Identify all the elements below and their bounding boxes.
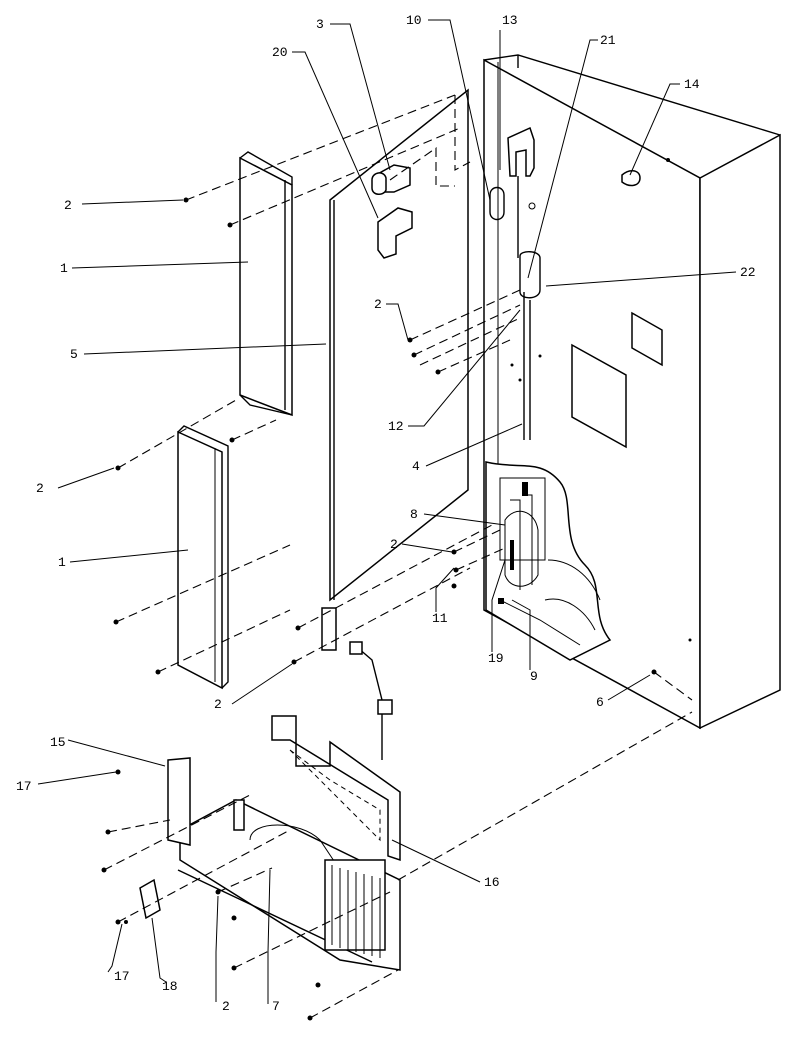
callout-13: 13 xyxy=(502,13,518,28)
grille-slots xyxy=(331,865,381,958)
callout-17: 17 xyxy=(16,779,32,794)
side-panel-lower xyxy=(177,425,229,690)
callout-2: 2 xyxy=(390,537,398,552)
callout-19: 19 xyxy=(488,651,504,666)
side-panel-upper xyxy=(239,151,293,417)
callout-1: 1 xyxy=(60,261,68,276)
callout-2: 2 xyxy=(36,481,44,496)
callout-2: 2 xyxy=(64,198,72,213)
callout-14: 14 xyxy=(684,77,700,92)
callout-10: 10 xyxy=(406,13,422,28)
liner-panel xyxy=(329,88,469,602)
callout-16: 16 xyxy=(484,875,500,890)
callout-3: 3 xyxy=(316,17,324,32)
callout-2: 2 xyxy=(214,697,222,712)
cabinet-cutaway-machine-compartment xyxy=(485,461,612,661)
wire-harness xyxy=(321,607,393,760)
callout-numbers: 2 1 5 2 1 2 3 20 10 13 21 14 22 2 12 4 8… xyxy=(16,13,756,1014)
callout-9: 9 xyxy=(530,669,538,684)
callout-2: 2 xyxy=(374,297,382,312)
small-bracket-18 xyxy=(139,878,161,920)
callout-6: 6 xyxy=(596,695,604,710)
callout-18: 18 xyxy=(162,979,178,994)
callout-4: 4 xyxy=(412,459,420,474)
callout-5: 5 xyxy=(70,347,78,362)
callout-8: 8 xyxy=(410,507,418,522)
callout-20: 20 xyxy=(272,45,288,60)
callout-11: 11 xyxy=(432,611,448,626)
callout-12: 12 xyxy=(388,419,404,434)
access-cover-16 xyxy=(271,715,401,862)
callout-15: 15 xyxy=(50,735,66,750)
callout-21: 21 xyxy=(600,33,616,48)
assembly-guide-lines xyxy=(103,94,693,1019)
leader-lines xyxy=(37,19,737,1004)
callout-1: 1 xyxy=(58,555,66,570)
callout-7: 7 xyxy=(272,999,280,1014)
callout-2: 2 xyxy=(222,999,230,1014)
screws xyxy=(101,197,657,1021)
callout-22: 22 xyxy=(740,265,756,280)
drain-tube-assembly xyxy=(489,126,670,440)
bracket-part-20 xyxy=(377,207,413,259)
callout-17: 17 xyxy=(114,969,130,984)
base-grille-panel xyxy=(167,757,401,971)
